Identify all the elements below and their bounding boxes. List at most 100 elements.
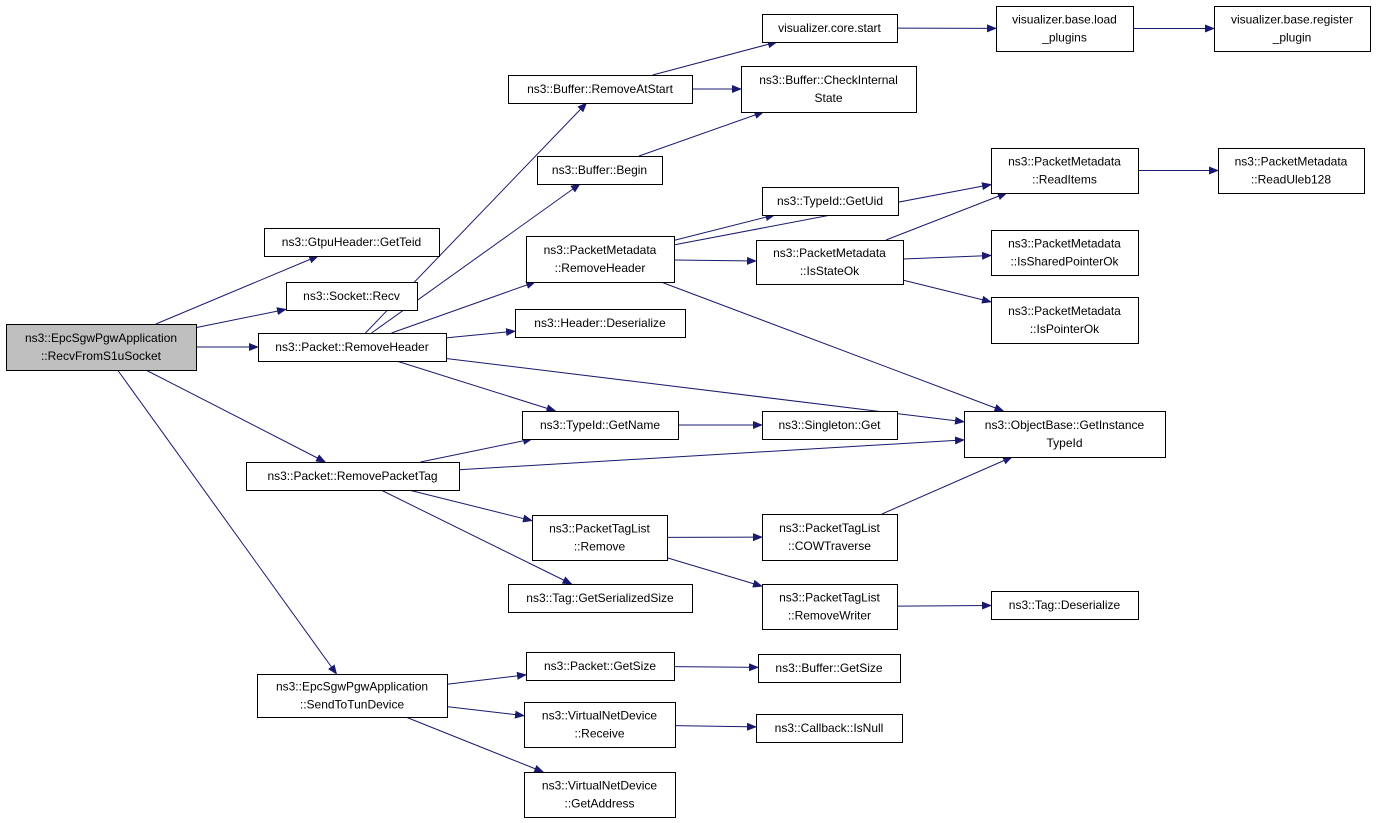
node-box[interactable] [515, 309, 686, 338]
node-box[interactable] [762, 584, 898, 630]
node-box[interactable] [264, 228, 440, 257]
edge-sendtotun-to-vndgetaddr [405, 716, 545, 773]
node-box[interactable] [991, 230, 1139, 276]
node-box[interactable] [996, 6, 1134, 52]
node-box[interactable] [964, 411, 1166, 458]
graph-node-sendtotun[interactable]: ns3::EpcSgwPgwApplication::SendToTunDevi… [257, 674, 448, 718]
graph-node-pmisptrok[interactable]: ns3::PacketMetadata::IsPointerOk [991, 297, 1139, 344]
graph-node-cbisnull[interactable]: ns3::Callback::IsNull [756, 714, 903, 743]
graph-node-pktremovehdr[interactable]: ns3::Packet::RemoveHeader [258, 333, 447, 362]
node-box[interactable] [756, 240, 904, 285]
node-label: visualizer.base.load [1012, 13, 1117, 27]
node-box[interactable] [532, 515, 668, 561]
edge-pmisstateok-to-pmissharedptr [902, 251, 992, 260]
node-label: ns3::Tag::Deserialize [1009, 598, 1121, 612]
node-label: ::RemoveWriter [788, 609, 871, 623]
edge-pktremovehdr-to-tidgetname [396, 360, 557, 413]
graph-node-root[interactable]: ns3::EpcSgwPgwApplication::RecvFromS1uSo… [6, 324, 197, 371]
edge-pktremovetag-to-ptlremove [408, 489, 533, 523]
graph-node-pmisstateok[interactable]: ns3::PacketMetadata::IsStateOk [756, 240, 904, 285]
graph-node-visbaseload[interactable]: visualizer.base.load_plugins [996, 6, 1134, 52]
graph-node-tidgetname[interactable]: ns3::TypeId::GetName [522, 411, 679, 440]
node-box[interactable] [526, 652, 675, 681]
graph-node-pmremovehdr[interactable]: ns3::PacketMetadata::RemoveHeader [526, 236, 675, 283]
node-box[interactable] [762, 514, 898, 561]
edge-sendtotun-to-pktgetsize [446, 671, 527, 685]
edge-bufbegin-to-bufcheck [638, 111, 765, 157]
node-box[interactable] [758, 654, 901, 683]
graph-node-bufgetsize[interactable]: ns3::Buffer::GetSize [758, 654, 901, 683]
node-label: ns3::Singleton::Get [778, 418, 881, 432]
edge-root-to-socketrecv [195, 307, 287, 329]
graph-node-bufremoveatstart[interactable]: ns3::Buffer::RemoveAtStart [508, 75, 693, 104]
node-label: ns3::PacketMetadata [1008, 304, 1121, 318]
node-box[interactable] [258, 333, 447, 362]
node-box[interactable] [508, 584, 693, 613]
node-box[interactable] [286, 282, 418, 311]
node-box[interactable] [246, 462, 460, 491]
node-label: ::COWTraverse [788, 539, 871, 553]
node-label: ns3::Buffer::CheckInternal [759, 73, 898, 87]
graph-node-tagdeser[interactable]: ns3::Tag::Deserialize [991, 591, 1139, 620]
node-label: State [814, 91, 842, 105]
graph-node-vndgetaddr[interactable]: ns3::VirtualNetDevice::GetAddress [524, 772, 676, 818]
node-label: ns3::Callback::IsNull [775, 721, 884, 735]
node-label: ::ReadItems [1032, 173, 1097, 187]
node-label: ns3::PacketMetadata [1008, 237, 1121, 251]
edge-ptlremovewriter-to-tagdeser [896, 601, 992, 610]
node-box[interactable] [756, 714, 903, 743]
graph-node-pmreaduleb[interactable]: ns3::PacketMetadata::ReadUleb128 [1218, 148, 1365, 194]
node-box[interactable] [762, 187, 899, 216]
graph-node-vndreceive[interactable]: ns3::VirtualNetDevice::Receive [524, 702, 676, 748]
node-label: ns3::Header::Deserialize [534, 316, 666, 330]
graph-node-pktgetsize[interactable]: ns3::Packet::GetSize [526, 652, 675, 681]
node-box[interactable] [741, 66, 917, 113]
node-label: ::IsStateOk [800, 264, 860, 278]
graph-node-tidgetuid[interactable]: ns3::TypeId::GetUid [762, 187, 899, 216]
edge-pktremovehdr-to-pmremovehdr [391, 281, 537, 334]
graph-node-pktremovetag[interactable]: ns3::Packet::RemovePacketTag [246, 462, 460, 491]
node-box[interactable] [524, 702, 676, 748]
graph-node-visbasereg[interactable]: visualizer.base.register_plugin [1214, 6, 1371, 52]
node-label: ns3::GtpuHeader::GetTeid [282, 235, 421, 249]
node-label: ns3::PacketMetadata [1235, 155, 1348, 169]
graph-node-pmissharedptr[interactable]: ns3::PacketMetadata::IsSharedPointerOk [991, 230, 1139, 276]
graph-node-viscorestart[interactable]: visualizer.core.start [762, 14, 898, 43]
node-box[interactable] [1218, 148, 1365, 194]
graph-node-socketrecv[interactable]: ns3::Socket::Recv [286, 282, 418, 311]
edge-pmisstateok-to-pmisptrok [902, 279, 992, 304]
graph-node-bufbegin[interactable]: ns3::Buffer::Begin [537, 156, 663, 185]
node-box[interactable] [762, 411, 898, 440]
node-label: visualizer.core.start [778, 21, 881, 35]
edge-root-to-sendtotun [117, 369, 338, 675]
graph-node-hdrdeser[interactable]: ns3::Header::Deserialize [515, 309, 686, 338]
graph-node-singletonget[interactable]: ns3::Singleton::Get [762, 411, 898, 440]
graph-node-ptlremovewriter[interactable]: ns3::PacketTagList::RemoveWriter [762, 584, 898, 630]
graph-node-ptlremove[interactable]: ns3::PacketTagList::Remove [532, 515, 668, 561]
node-box[interactable] [6, 324, 197, 371]
node-box[interactable] [991, 148, 1139, 194]
node-box[interactable] [257, 674, 448, 718]
edge-pmremovehdr-to-objgetinst [660, 281, 1005, 412]
node-label: ns3::Packet::RemovePacketTag [267, 469, 437, 483]
node-box[interactable] [526, 236, 675, 283]
graph-node-taggetsize[interactable]: ns3::Tag::GetSerializedSize [508, 584, 693, 613]
graph-node-gettied[interactable]: ns3::GtpuHeader::GetTeid [264, 228, 440, 257]
node-box[interactable] [522, 411, 679, 440]
node-box[interactable] [508, 75, 693, 104]
node-box[interactable] [1214, 6, 1371, 52]
node-label: ::Receive [574, 727, 624, 741]
node-box[interactable] [762, 14, 898, 43]
node-box[interactable] [991, 591, 1139, 620]
node-label: ns3::PacketMetadata [544, 243, 657, 257]
node-box[interactable] [524, 772, 676, 818]
node-label: visualizer.base.register [1231, 13, 1353, 27]
edge-ptlcow-to-objgetinst [881, 456, 1013, 515]
graph-node-ptlcow[interactable]: ns3::PacketTagList::COWTraverse [762, 514, 898, 561]
graph-node-pmreaditems[interactable]: ns3::PacketMetadata::ReadItems [991, 148, 1139, 194]
node-box[interactable] [991, 297, 1139, 344]
node-box[interactable] [537, 156, 663, 185]
